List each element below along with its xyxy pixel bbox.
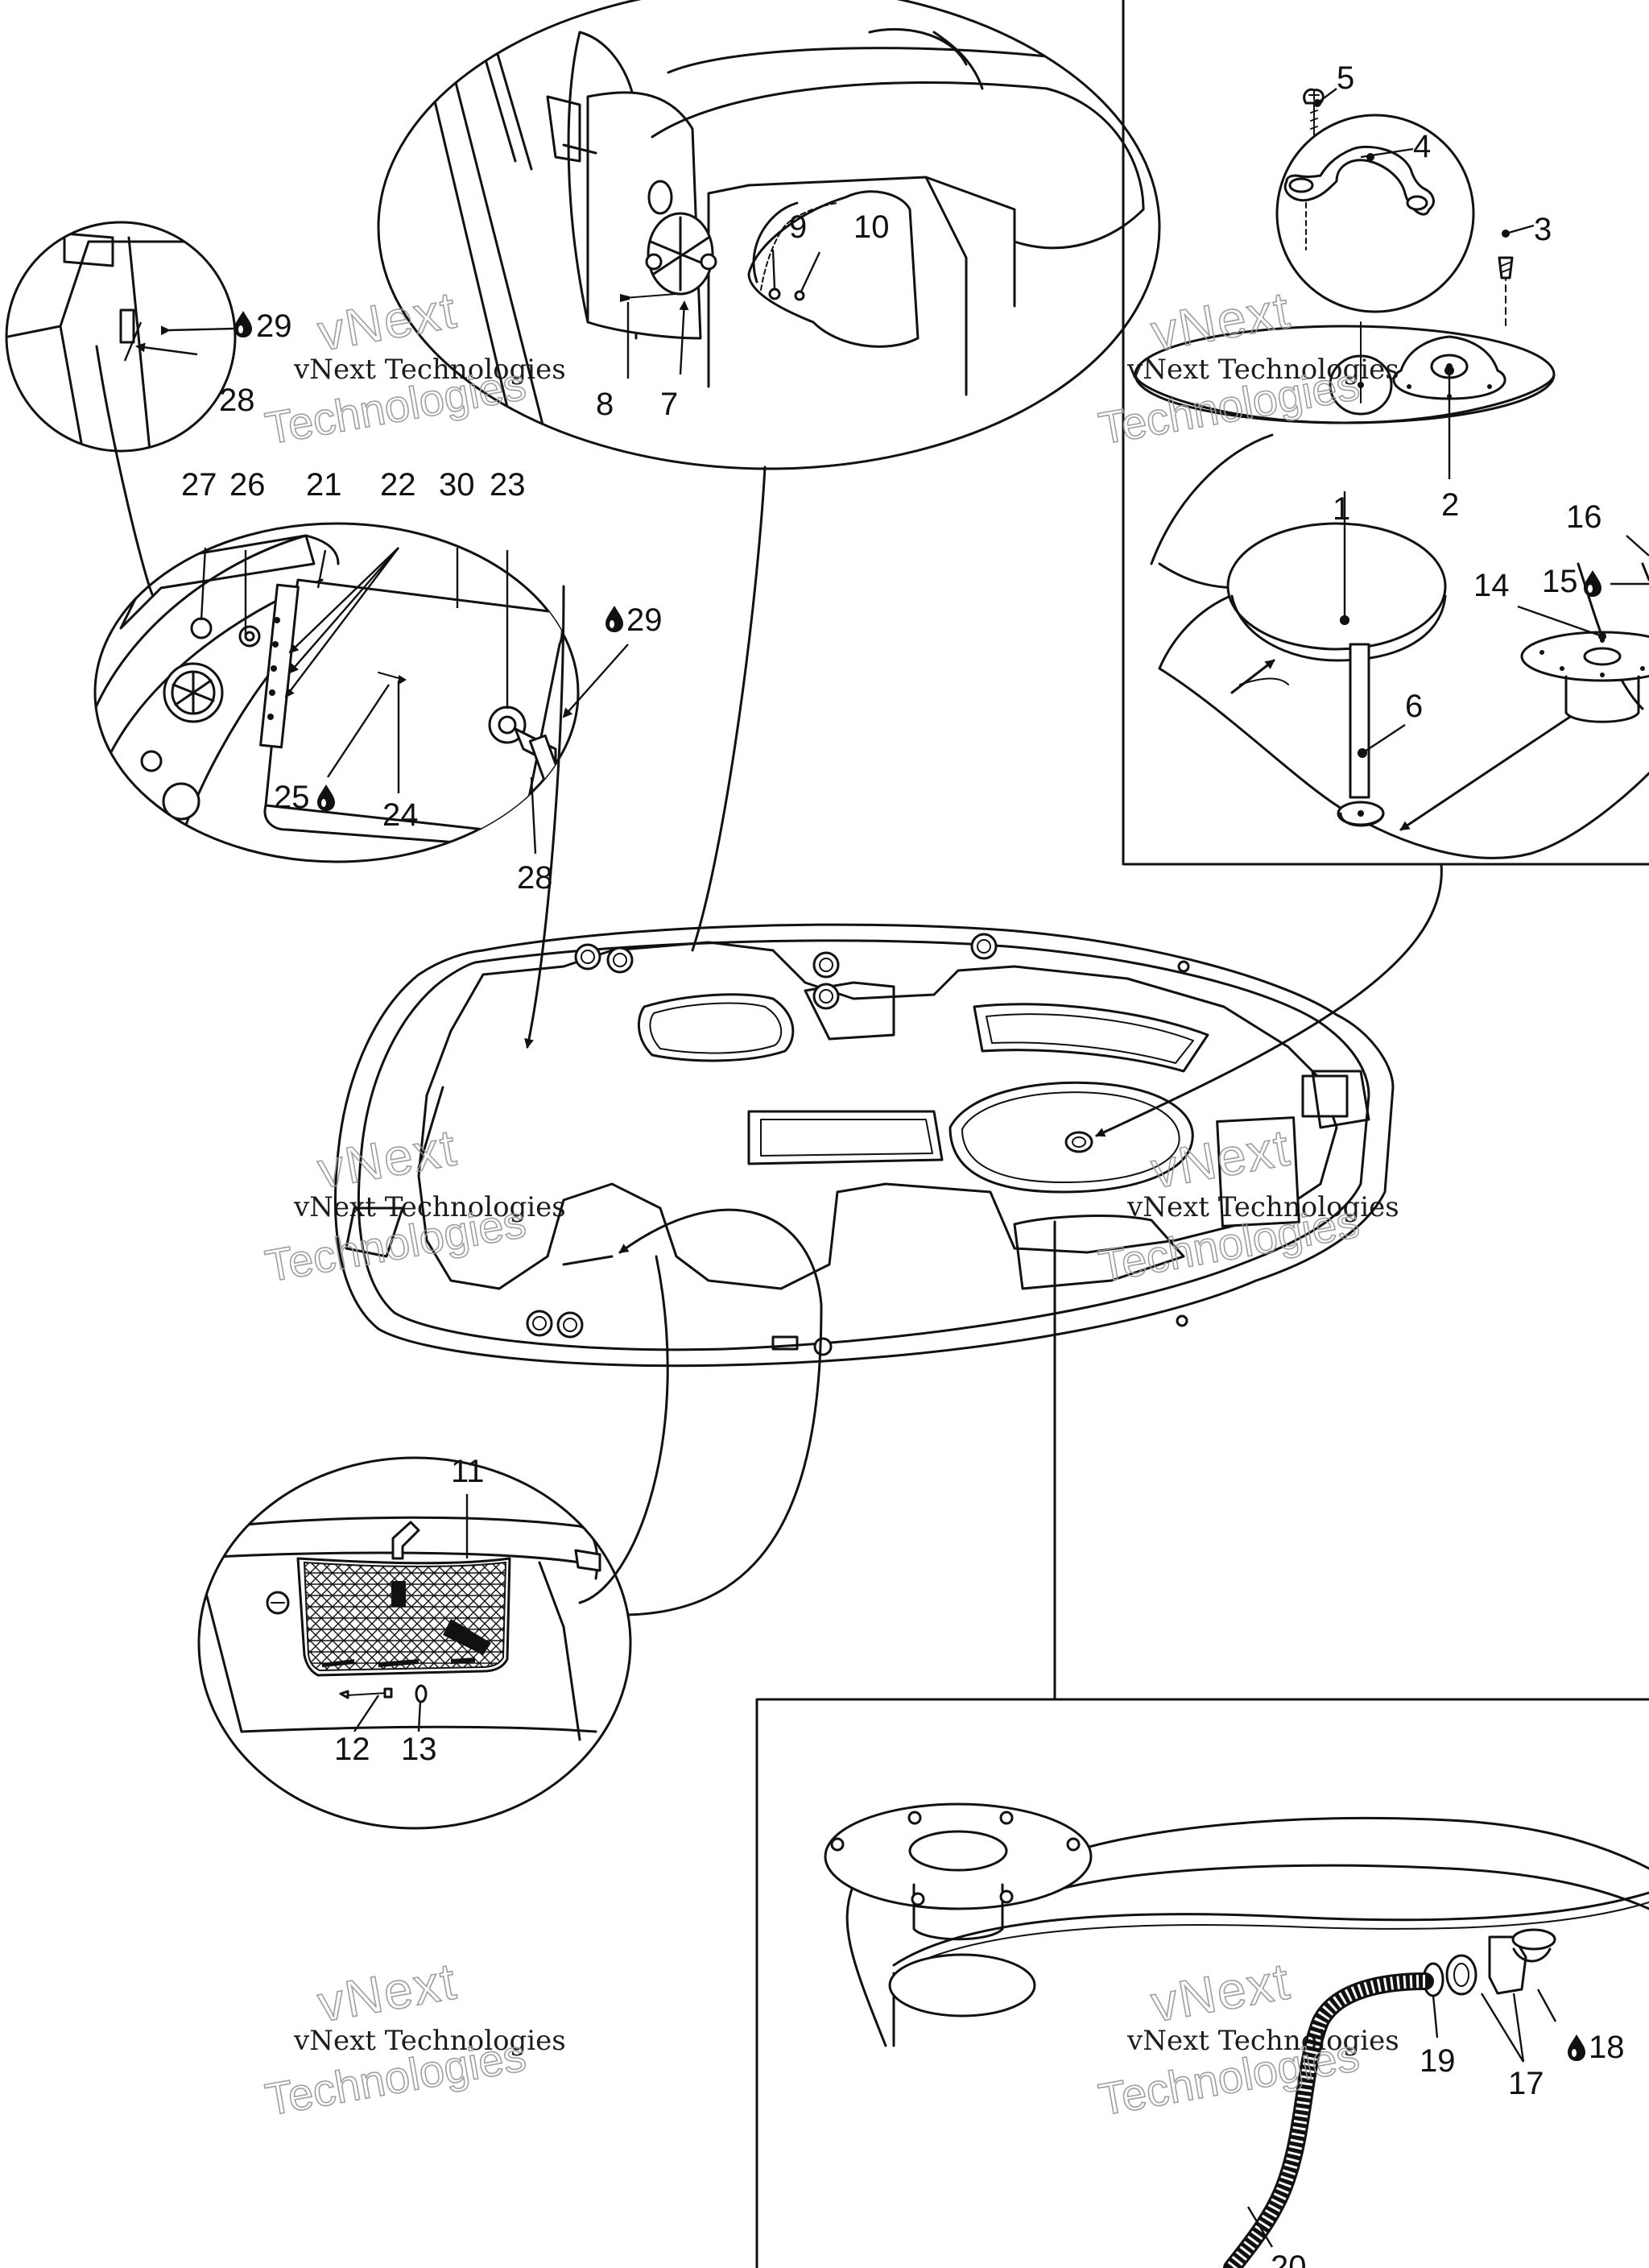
callout-30: 30 [439,467,475,503]
detail-storage-net [197,1456,632,1830]
connector-lines [95,345,1443,1701]
callout-5: 5 [1337,60,1354,96]
detail-latch-strip [5,221,237,453]
callout-10: 10 [853,209,890,245]
svg-text:vNext: vNext [313,1951,461,2033]
callout-22: 22 [380,467,416,503]
callout-18: 18 [1589,2030,1625,2065]
callout-17: 17 [1508,2066,1544,2101]
lubricant-drop-icon-29-mid [605,606,623,632]
svg-text:vNext: vNext [313,280,461,362]
svg-text:vNext Technologies: vNext Technologies [293,1191,566,1223]
svg-text:vNext Technologies: vNext Technologies [293,2025,566,2057]
lubricant-drop-icon-29-top [234,311,252,337]
svg-text:vNext Technologies: vNext Technologies [293,354,566,386]
svg-text:vNext Technologies: vNext Technologies [1126,1191,1399,1223]
callout-16: 16 [1566,499,1602,535]
detail-storage-lid [93,522,580,863]
lubricant-drop-icon-15 [1584,570,1601,597]
callout-19: 19 [1420,2043,1456,2079]
callout-29-mid: 29 [626,602,663,638]
callout-7: 7 [660,387,678,422]
callout-14: 14 [1473,568,1510,603]
detail-storage-cover-top [377,0,1161,470]
watermark-2: vNext vNext Technologies Technologies [1094,279,1399,454]
svg-text:vNext Technologies: vNext Technologies [1126,354,1399,386]
hull-deck-top-view [334,923,1395,1368]
callout-21: 21 [306,467,342,503]
callout-12: 12 [334,1732,370,1767]
watermark-5: vNext vNext Technologies Technologies [261,1951,566,2125]
callout-25: 25 [274,780,310,815]
callout-27: 27 [181,467,217,503]
leader-lines [123,88,1649,2248]
callout-8: 8 [596,387,614,422]
watermark-1: vNext vNext Technologies Technologies [261,279,566,454]
callout-6: 6 [1405,689,1423,724]
svg-text:vNext: vNext [1147,1951,1294,2033]
callout-26: 26 [229,467,266,503]
svg-text:vNext Technologies: vNext Technologies [1126,2025,1399,2057]
lubricant-drop-icon-18 [1568,2034,1585,2061]
callout-20: 20 [1271,2249,1307,2268]
callout-labels: 1 2 3 4 5 6 7 8 9 10 11 12 13 14 15 16 1… [181,60,1625,2268]
callout-15: 15 [1542,564,1578,599]
callout-3: 3 [1534,212,1552,247]
watermark-6: vNext vNext Technologies Technologies [1094,1951,1399,2125]
callout-29-top: 29 [256,308,292,344]
callout-28-top: 28 [219,383,255,418]
callout-23: 23 [490,467,526,503]
callout-1: 1 [1333,491,1350,527]
callout-11: 11 [451,1454,485,1489]
callout-13: 13 [401,1732,437,1767]
callout-4: 4 [1413,129,1431,164]
callout-24: 24 [382,797,419,833]
callout-9: 9 [789,209,807,245]
callout-28-mid: 28 [517,860,553,896]
detail-drain-panel [755,1698,1649,2268]
callout-2: 2 [1441,487,1459,523]
